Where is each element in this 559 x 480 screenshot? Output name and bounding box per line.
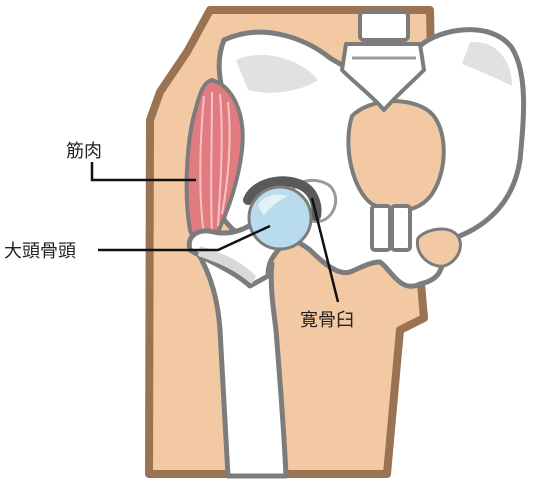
femoral-head-label: 大頭骨頭: [4, 241, 76, 262]
pubic-symphysis-left: [372, 206, 390, 250]
pubic-symphysis-right: [392, 206, 410, 250]
vertebra-top: [360, 12, 408, 40]
pelvic-opening-right: [348, 101, 443, 210]
muscle-label: 筋肉: [66, 141, 102, 162]
acetabulum-label: 寛骨臼: [300, 310, 354, 331]
